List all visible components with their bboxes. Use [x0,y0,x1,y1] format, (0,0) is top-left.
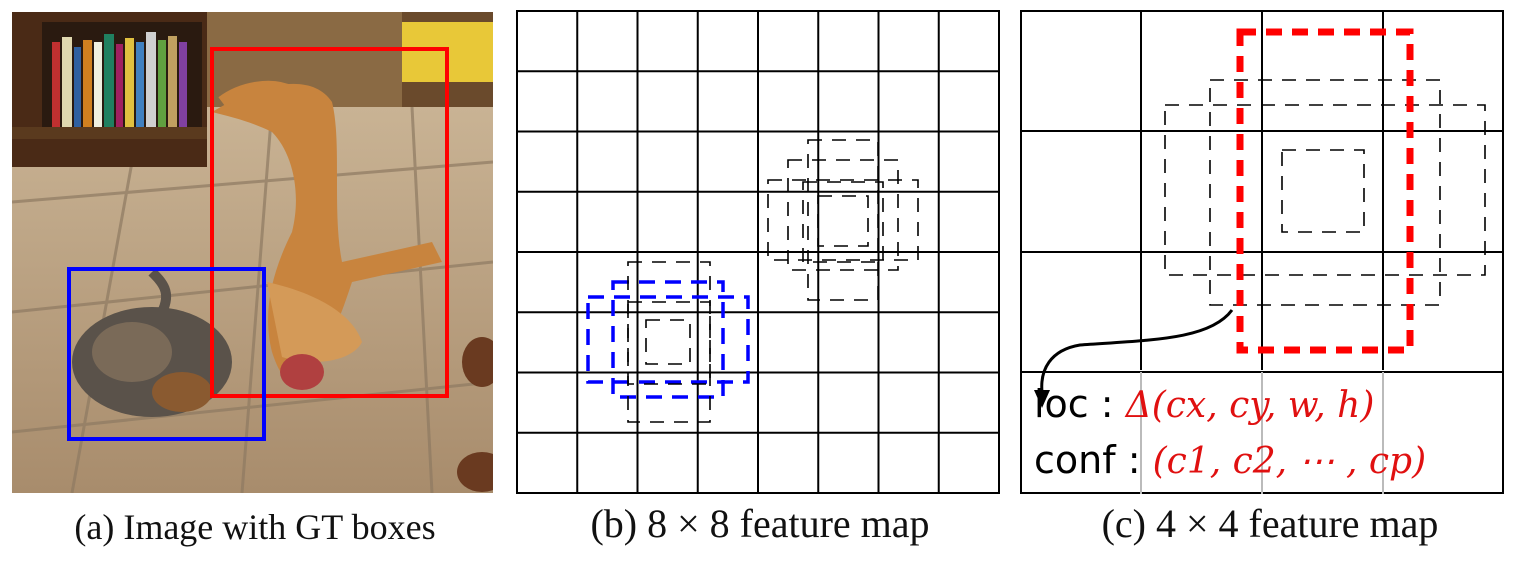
loc-colon: : [1100,382,1114,426]
dog-default-boxes [767,139,919,301]
dog-gt-box [210,47,449,398]
conf-value: (c1, c2, ⋯ , cp) [1152,441,1427,482]
caption-b: (b) 8 × 8 feature map [590,501,930,546]
conf-colon: : [1127,438,1141,482]
feature-map-4x4 [1020,10,1504,494]
caption-a: (a) Image with GT boxes [74,507,436,547]
loc-value: Δ(cx, cy, w, h) [1125,385,1375,426]
grid-8x8 [516,10,1000,494]
photo-illustration [11,12,507,494]
cat-default-boxes-small [627,261,711,423]
cat [72,268,232,417]
loc-row: loc : Δ(cx, cy, w, h) [1034,382,1374,426]
panel-b [516,10,1000,494]
default-boxes [1164,79,1486,306]
panel-c: loc : Δ(cx, cy, w, h) conf : (c1, c2, ⋯ … [1020,10,1504,494]
feature-map-8x8 [516,10,1000,494]
caption-c: (c) 4 × 4 feature map [1101,501,1439,546]
bookshelf [12,12,207,167]
floor-tiles [11,106,494,494]
matched-default-box [1236,28,1414,354]
arrow-head-icon [1034,390,1050,408]
cat-default-boxes [586,280,750,399]
panel-a [11,12,507,494]
dog [212,80,442,390]
conf-row: conf : (c1, c2, ⋯ , cp) [1034,438,1426,482]
loc-label: loc [1034,382,1089,426]
prediction-arrow [1040,309,1234,393]
grid-4x4 [1020,10,1504,494]
cat-gt-box [67,267,266,441]
conf-label: conf [1034,438,1116,482]
